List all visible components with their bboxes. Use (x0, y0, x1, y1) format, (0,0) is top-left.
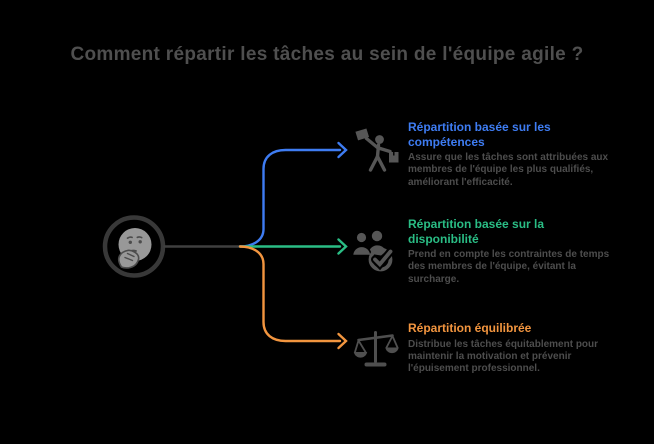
thinking-face-icon (102, 215, 166, 278)
branch-connector-disponibilite (238, 238, 348, 255)
branch-card-disponibilite: Répartition basée sur la disponibilité P… (408, 217, 633, 286)
branch-connector-competences (238, 141, 348, 248)
branch-card-equilibree: Répartition équilibrée Distribue les tâc… (408, 321, 633, 375)
branch-description-equilibree: Distribue les tâches équitablement pour … (408, 338, 599, 375)
arrowhead-orange (337, 332, 348, 350)
arrowhead-blue (337, 141, 348, 159)
person-distributing-tasks-icon (355, 128, 399, 172)
branch-title-competences: Répartition basée sur les compétences (408, 120, 551, 149)
branch-title-equilibree: Répartition équilibrée (408, 321, 532, 335)
arrowhead-green (337, 238, 348, 255)
branch-description-competences: Assure que les tâches sont attribuées au… (408, 152, 609, 188)
branch-connector-equilibree (238, 245, 348, 350)
branch-title-disponibilite: Répartition basée sur la disponibilité (408, 217, 545, 246)
branch-description-disponibilite: Prend en compte les contraintes de temps… (408, 249, 610, 285)
users-availability-check-icon (351, 230, 395, 272)
balance-scale-icon (353, 331, 399, 367)
page-title: Comment répartir les tâches au sein de l… (70, 44, 584, 65)
branch-card-competences: Répartition basée sur les compétences As… (408, 120, 633, 189)
